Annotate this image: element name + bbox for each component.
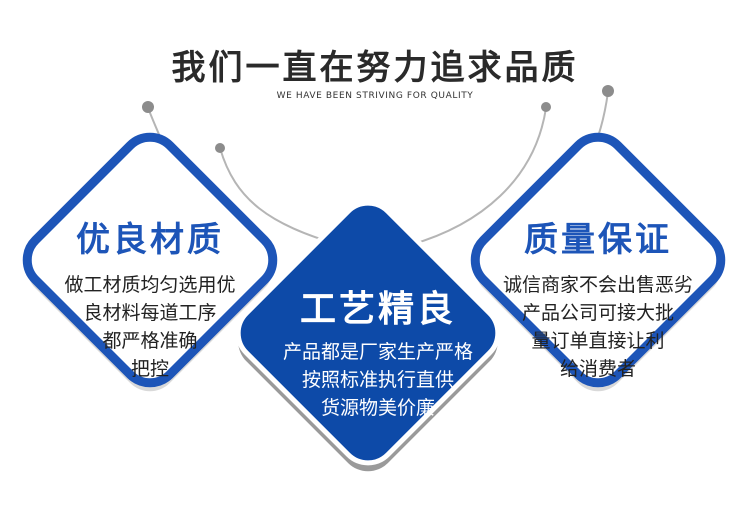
connector-dot (142, 101, 154, 113)
card-text: 诚信商家不会出售恶劣 产品公司可接大批 量订单直接让利 给消费者 (478, 271, 718, 383)
connector-dot (215, 143, 225, 153)
card-text-line: 产品公司可接大批 (521, 302, 674, 324)
card-text-line: 量订单直接让利 (531, 330, 665, 352)
page-title: 我们一直在努力追求品质 (171, 48, 579, 88)
card-text-line: 把控 (130, 358, 169, 380)
card-quality-material: 优良材质 做工材质均匀选用优 良材料每道工序 都严格准确 把控 (30, 212, 270, 383)
card-title: 工艺精良 (299, 289, 456, 330)
card-title: 质量保证 (524, 220, 672, 260)
card-text-line: 货源物美价廉 (320, 397, 435, 419)
card-text-line: 按照标准执行直供 (301, 369, 454, 391)
card-text-line: 诚信商家不会出售恶劣 (502, 274, 693, 296)
card-text-line: 产品都是厂家生产严格 (282, 341, 473, 363)
card-text: 产品都是厂家生产严格 按照标准执行直供 货源物美价廉 (258, 338, 498, 422)
card-text-line: 良材料每道工序 (83, 302, 217, 324)
card-text: 做工材质均匀选用优 良材料每道工序 都严格准确 把控 (30, 271, 270, 383)
card-fine-craft: 工艺精良 产品都是厂家生产严格 按照标准执行直供 货源物美价廉 (258, 280, 498, 422)
card-quality-guarantee: 质量保证 诚信商家不会出售恶劣 产品公司可接大批 量订单直接让利 给消费者 (478, 212, 718, 383)
connector-line (219, 147, 341, 246)
middle-diamond (235, 200, 501, 472)
card-text-line: 给消费者 (559, 358, 636, 380)
page-subtitle: WE HAVE BEEN STRIVING FOR QUALITY (276, 91, 474, 101)
card-text-line: 都严格准确 (102, 330, 198, 352)
card-title: 优良材质 (76, 220, 224, 260)
right-diamond (470, 132, 726, 392)
connector-dot (602, 85, 614, 97)
connector-line (409, 107, 547, 246)
connector-dot (541, 102, 551, 112)
card-text-line: 做工材质均匀选用优 (64, 274, 236, 296)
left-diamond (22, 132, 278, 392)
